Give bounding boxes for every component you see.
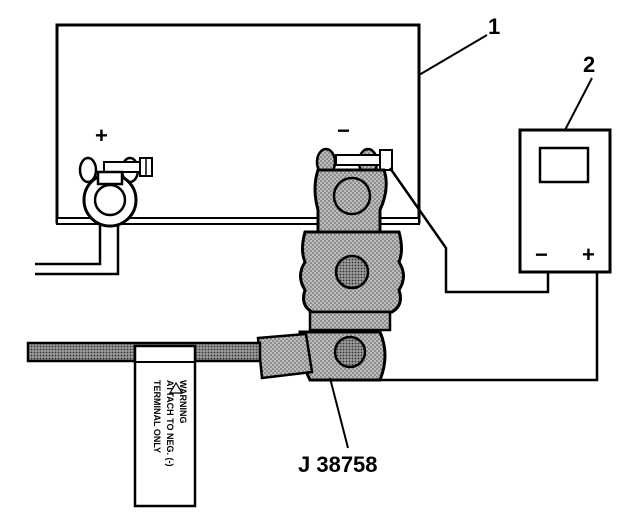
warning-tag: WARNING ATTACH TO NEG. (-) TERMINAL ONLY	[133, 344, 197, 508]
meter-positive-sign: +	[582, 242, 595, 267]
warning-tag-line1: WARNING	[178, 380, 188, 424]
callout-1: 1	[488, 14, 500, 39]
multimeter: − +	[518, 128, 612, 274]
positive-clamp-ear-left	[78, 156, 98, 184]
positive-post	[93, 183, 127, 217]
tool-cable-crimp	[256, 332, 314, 380]
battery-top-edge	[56, 217, 420, 225]
positive-cable	[35, 224, 102, 266]
negative-sign: −	[337, 118, 350, 143]
callout-1-leader	[418, 34, 488, 76]
meter-negative-sign: −	[535, 242, 548, 267]
tool-label-leader	[329, 377, 349, 449]
tool-upper-ring	[332, 176, 372, 216]
warning-tag-body	[133, 344, 197, 508]
negative-nut	[379, 149, 393, 171]
warning-triangle-icon	[168, 381, 184, 394]
callout-2-leader	[564, 77, 593, 131]
positive-terminal: +	[35, 123, 153, 276]
multimeter-display	[538, 146, 590, 184]
positive-clamp-neck	[96, 170, 124, 186]
tool-label: J 38758	[298, 452, 378, 477]
meter-positive-lead	[378, 272, 599, 382]
meter-negative-lead	[388, 167, 550, 294]
warning-tag-line3: TERMINAL ONLY	[152, 380, 162, 453]
positive-cable-inner	[35, 224, 120, 276]
tool-knob-hub	[334, 254, 370, 290]
tool-collar	[308, 310, 392, 332]
callout-2: 2	[583, 52, 595, 77]
disconnect-switch-tool	[256, 168, 405, 382]
tool-lower-post	[333, 335, 367, 369]
positive-sign: +	[95, 123, 108, 148]
warning-tag-line2: ATTACH TO NEG. (-)	[165, 380, 175, 467]
